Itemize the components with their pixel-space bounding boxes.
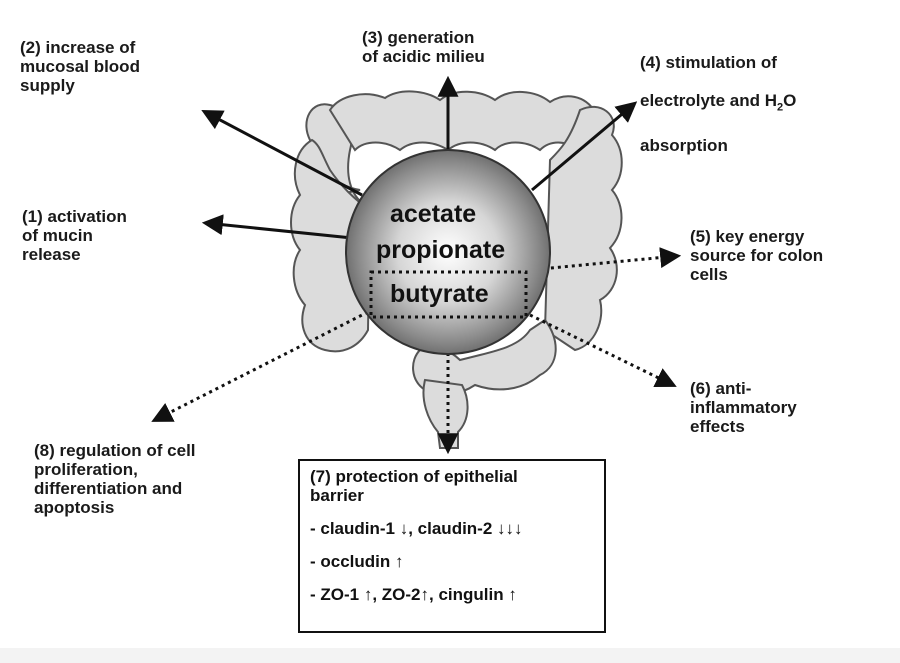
barrier-item-zo: - ZO-1 ↑, ZO-2↑, cingulin ↑ (310, 585, 517, 604)
effect-label-6: (6) anti- inflammatory effects (690, 379, 797, 436)
subscript-2: 2 (777, 101, 784, 114)
effect-label-4-line3: absorption (640, 136, 728, 156)
transverse-colon (328, 90, 597, 152)
scfa-sphere (345, 149, 551, 355)
sphere-word-propionate: propionate (376, 236, 505, 264)
sphere-word-acetate: acetate (390, 200, 476, 228)
effect-label-3: (3) generation of acidic milieu (362, 28, 485, 66)
rectum (422, 378, 469, 449)
arrow-blood-supply (201, 110, 363, 197)
arrow-electrolyte-absorption (531, 101, 638, 192)
arrow-mucin-release (201, 214, 353, 240)
effect-label-4: (4) stimulation of electrolyte and H2O a… (640, 34, 796, 155)
solid-arrows (201, 75, 638, 240)
arrow-cell-regulation (151, 310, 369, 422)
effect-label-4-line1: (4) stimulation of (640, 53, 777, 72)
barrier-item-occludin: - occludin ↑ (310, 552, 404, 571)
bottom-strip (0, 648, 900, 663)
ascending-colon-wall (290, 138, 372, 353)
barrier-item-claudin: - claudin-1 ↓, claudin-2 ↓↓↓ (310, 519, 523, 538)
effect-label-2: (2) increase of mucosal blood supply (20, 38, 140, 95)
effect-label-5: (5) key energy source for colon cells (690, 227, 824, 284)
sphere-word-butyrate: butyrate (390, 280, 489, 308)
butyrate-highlight-box (369, 270, 528, 319)
effect-label-1: (1) activation of mucin release (22, 207, 127, 264)
effect-label-4-line2: electrolyte and H2O (640, 91, 797, 114)
effect-label-8: (8) regulation of cell proliferation, di… (34, 441, 196, 517)
barrier-title: (7) protection of epithelial barrier (310, 467, 518, 505)
epithelial-barrier-box: (7) protection of epithelial barrier - c… (298, 459, 606, 633)
arrow-anti-inflammatory (529, 313, 677, 388)
